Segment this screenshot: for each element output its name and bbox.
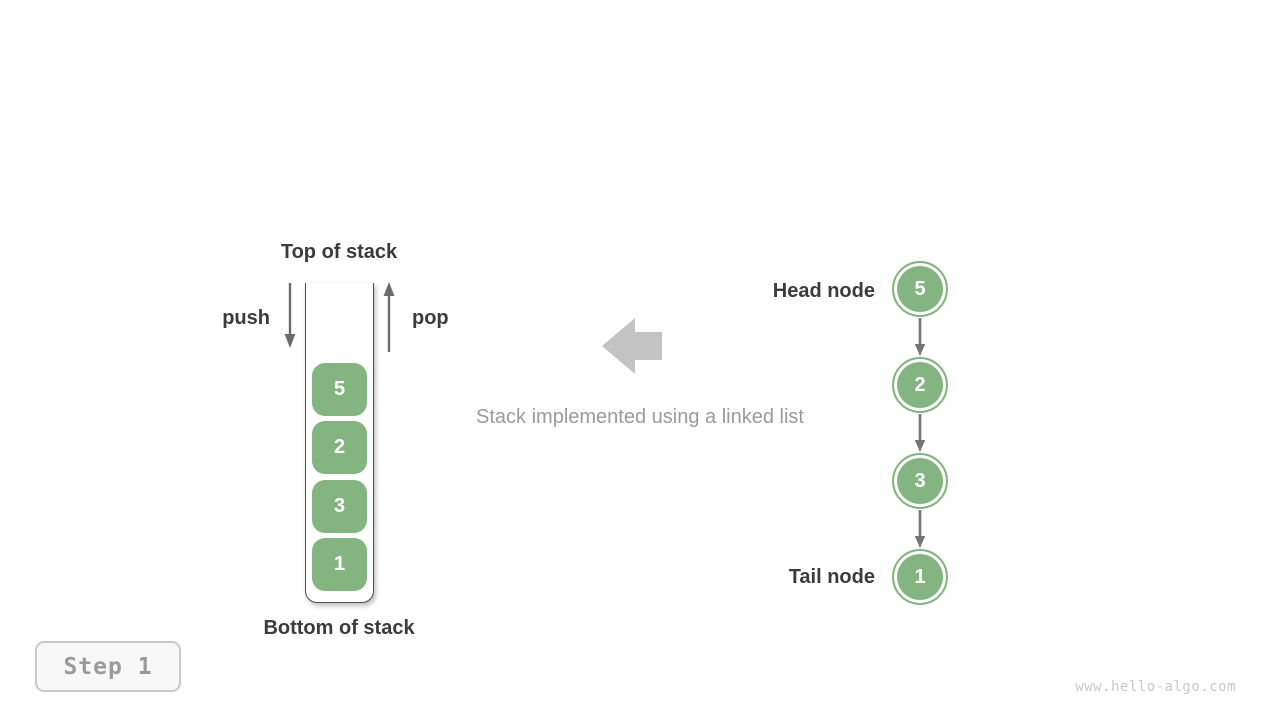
step-badge-label: Step 1 — [63, 653, 153, 680]
stack-item: 2 — [312, 421, 367, 474]
stack-item: 3 — [312, 480, 367, 533]
link-arrow-down-icon — [914, 414, 926, 452]
step-badge: Step 1 — [35, 641, 181, 692]
stack-item: 1 — [312, 538, 367, 591]
bottom-of-stack-label: Bottom of stack — [263, 617, 415, 639]
linked-list-node: 5 — [892, 261, 948, 317]
stack-item: 5 — [312, 363, 367, 416]
push-label: push — [222, 307, 270, 329]
block-arrow-left-icon — [602, 318, 662, 374]
tail-node-label: Tail node — [788, 566, 875, 588]
head-node-label: Head node — [772, 280, 875, 302]
linked-list-node: 1 — [892, 549, 948, 605]
watermark-text: www.hello-algo.com — [1075, 679, 1236, 695]
link-arrow-down-icon — [914, 318, 926, 356]
top-of-stack-label: Top of stack — [280, 241, 398, 263]
link-arrow-down-icon — [914, 510, 926, 548]
pop-arrow-up-icon — [383, 282, 395, 352]
figure-caption: Stack implemented using a linked list — [476, 406, 804, 428]
linked-list-node: 2 — [892, 357, 948, 413]
pop-label: pop — [412, 307, 449, 329]
linked-list-node: 3 — [892, 453, 948, 509]
push-arrow-down-icon — [284, 283, 296, 348]
